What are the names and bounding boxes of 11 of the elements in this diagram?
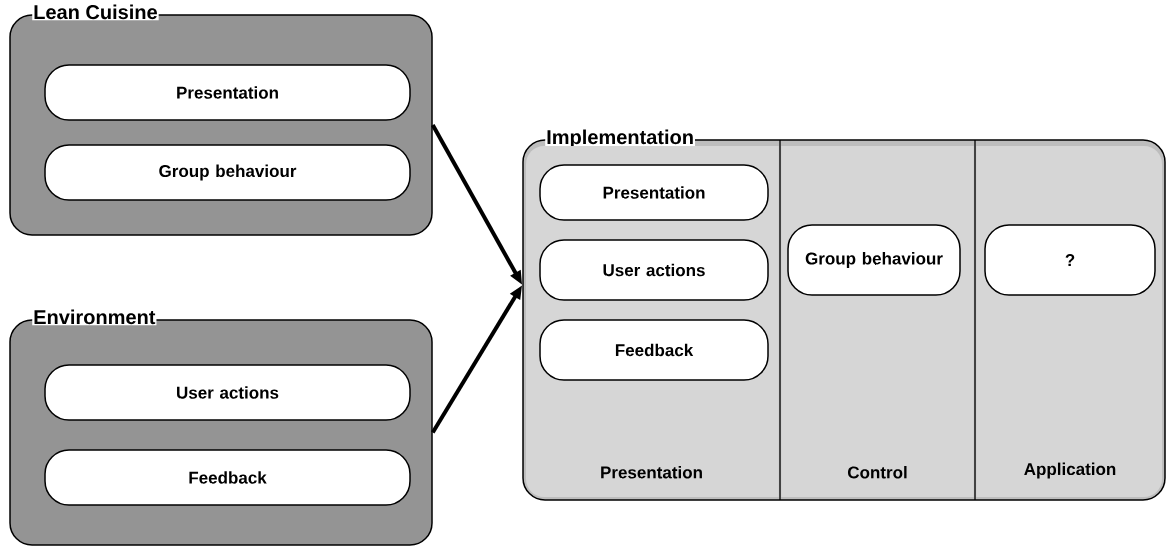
node-label: Control — [847, 465, 907, 479]
rounded-box: User actions — [539, 239, 769, 301]
rounded-box: Presentation — [44, 64, 411, 121]
rounded-box: Presentation — [539, 164, 769, 221]
rounded-box: Feedback — [44, 449, 411, 506]
node-label: Presentation — [601, 465, 702, 479]
rounded-box: ? — [984, 224, 1156, 296]
rounded-box: Group behaviour — [787, 224, 961, 296]
rounded-box: User actions — [44, 364, 411, 421]
rounded-box: Feedback — [539, 319, 769, 381]
rounded-box: Group behaviour — [44, 144, 411, 201]
